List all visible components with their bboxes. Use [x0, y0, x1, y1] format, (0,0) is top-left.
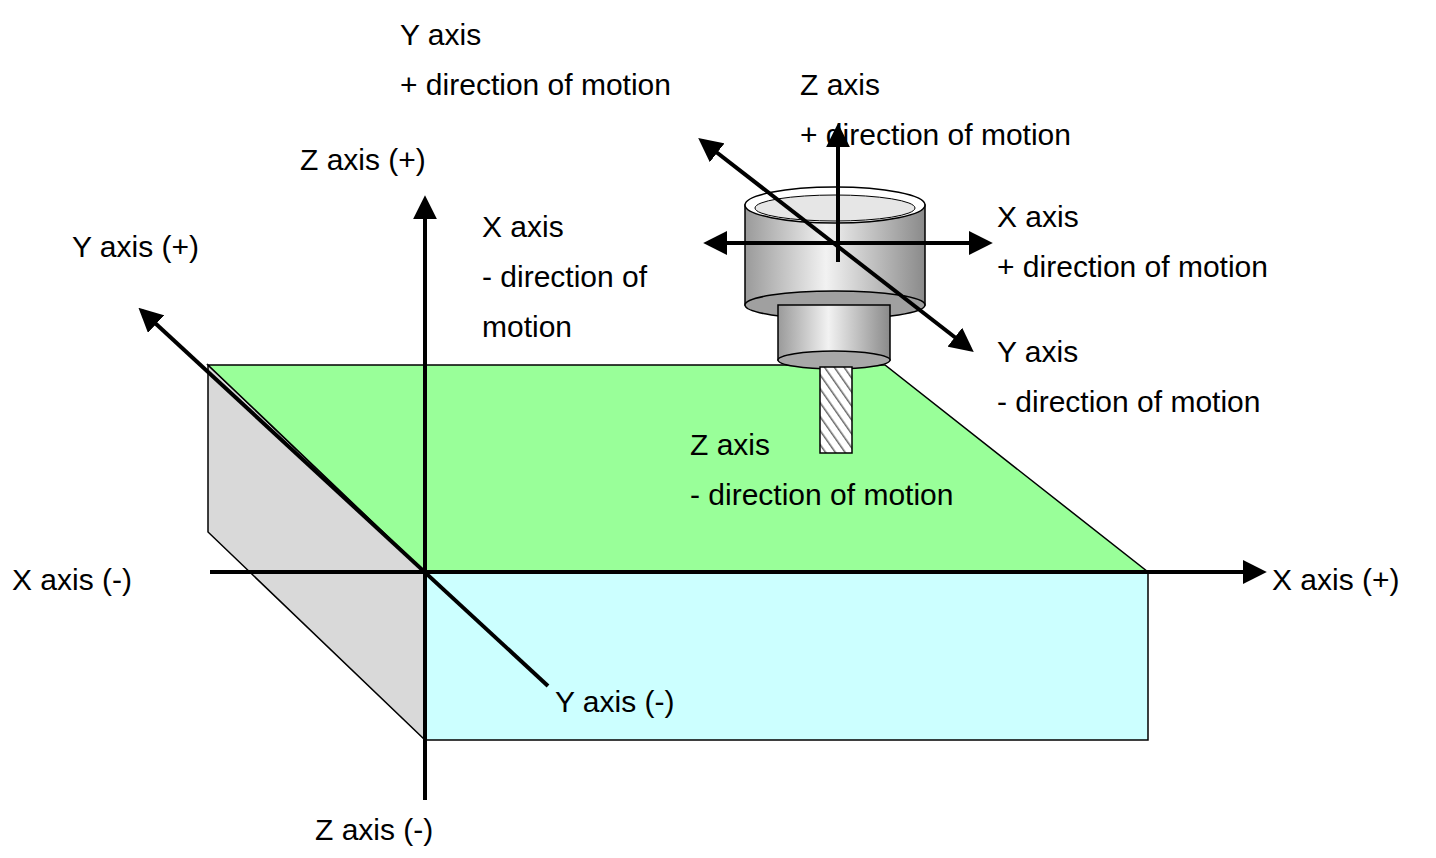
axis-label: Y axis (+) — [72, 222, 199, 272]
x-motion-arrow — [708, 241, 988, 245]
axis-label: X axis (-) — [12, 555, 132, 605]
motion-label: Y axis - direction of motion — [997, 327, 1260, 427]
motion-label: Z axis + direction of motion — [800, 60, 1071, 160]
motion-label: X axis - direction of motion — [482, 202, 647, 352]
y-axis-line — [142, 311, 548, 686]
spindle-top — [745, 187, 925, 223]
axis-label: Z axis (+) — [300, 135, 426, 185]
axis-label: X axis (+) — [1272, 555, 1400, 605]
axis-label: Y axis (-) — [555, 677, 674, 727]
block-front-face — [425, 572, 1148, 740]
motion-label: X axis + direction of motion — [997, 192, 1268, 292]
x-axis-line — [210, 570, 1262, 574]
y-motion-arrow — [702, 141, 970, 349]
axis-label: Z axis (-) — [315, 805, 433, 855]
motion-label: Y axis + direction of motion — [400, 10, 671, 110]
motion-label: Z axis - direction of motion — [690, 420, 953, 520]
z-axis-line — [423, 200, 427, 800]
end-mill — [820, 367, 852, 453]
